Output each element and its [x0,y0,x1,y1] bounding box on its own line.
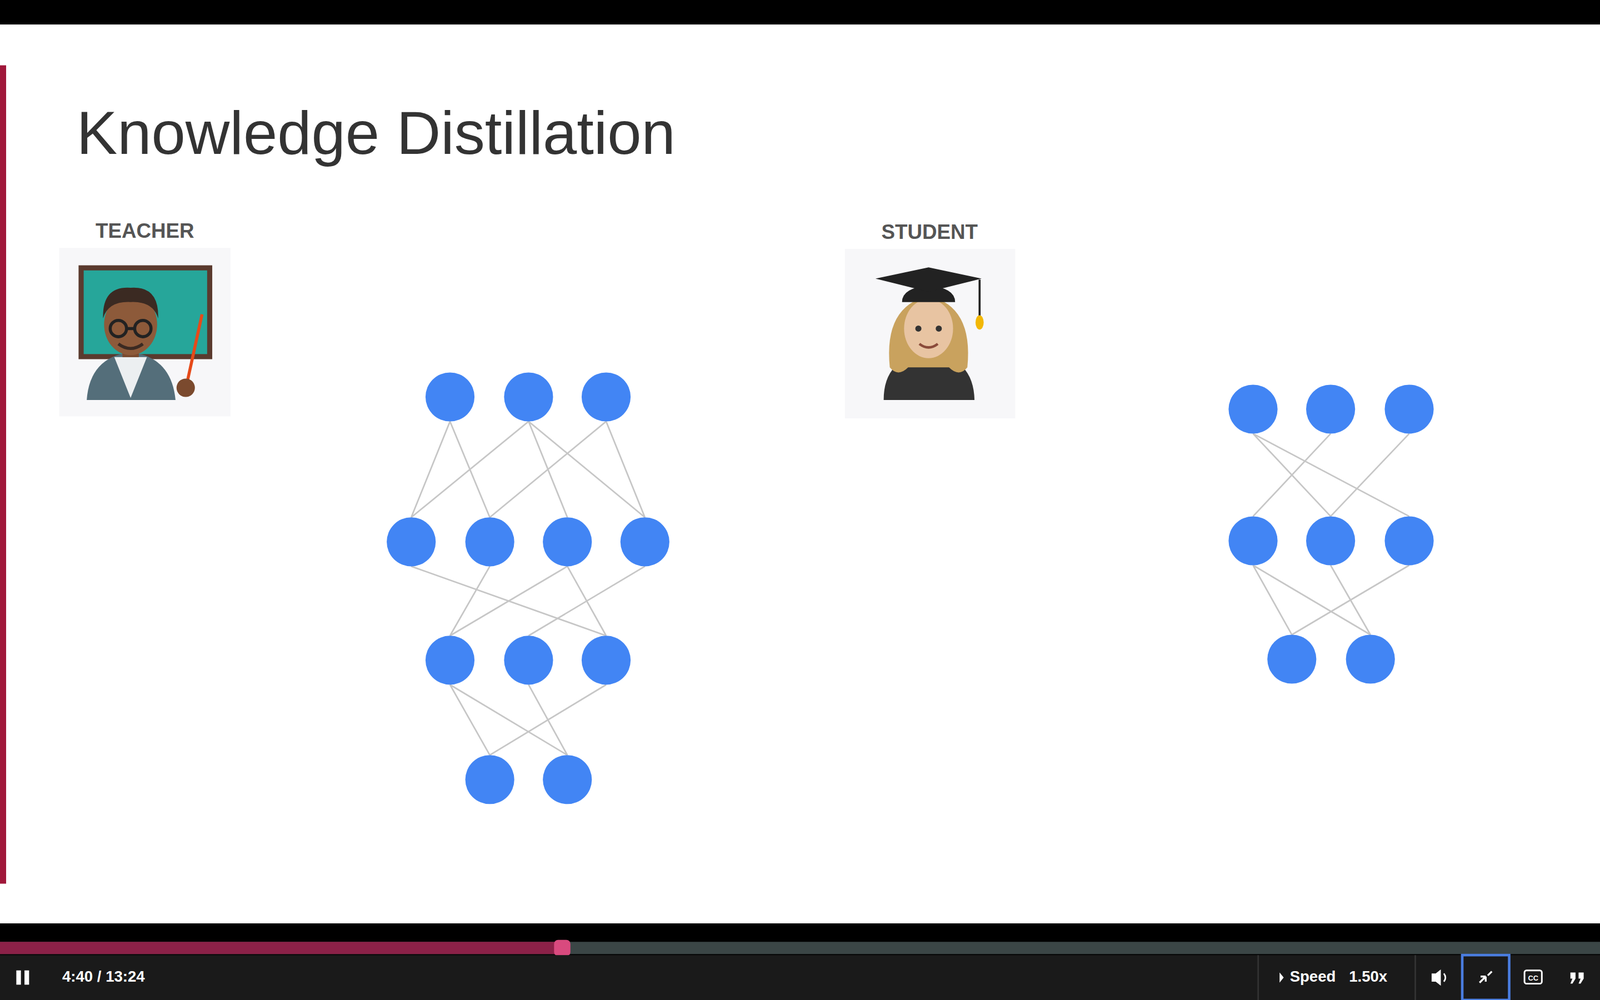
role-label: STUDENT [881,220,978,243]
slide-title: Knowledge Distillation [76,100,676,168]
role-label: TEACHER [95,219,195,242]
time-display: 4:40 / 13:24 [62,968,145,985]
speed-value: 1.50x [1348,968,1388,985]
svg-text:CC: CC [1527,973,1539,983]
speed-label: Speed [1290,968,1337,985]
